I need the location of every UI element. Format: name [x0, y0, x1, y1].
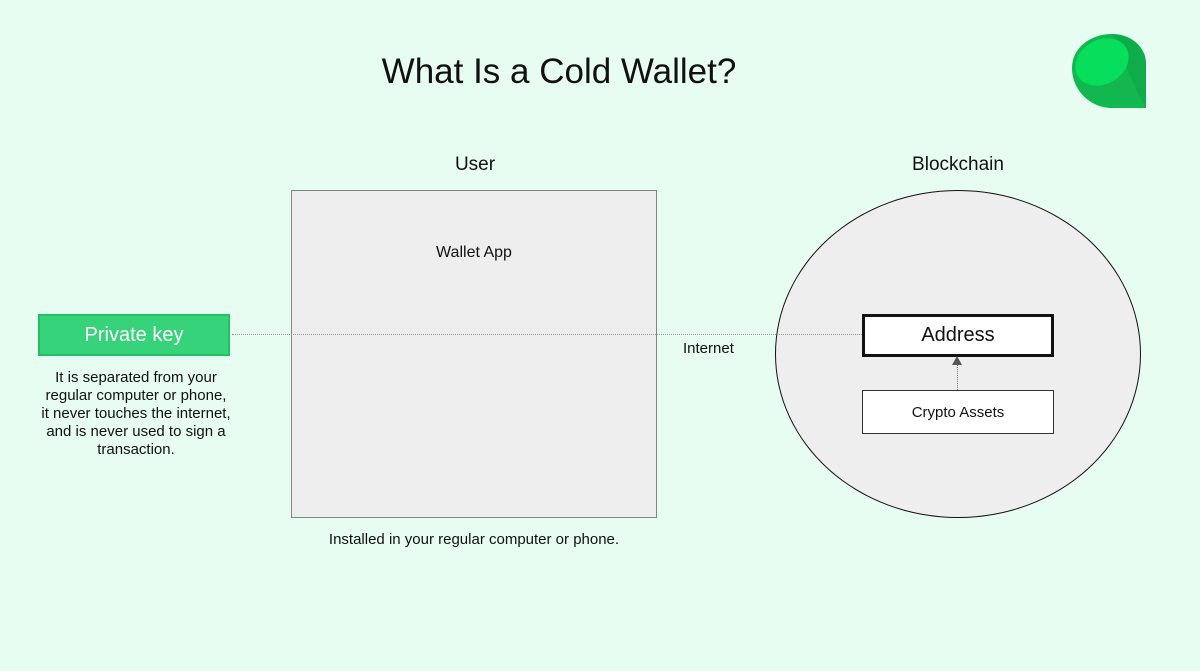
arrow-up-icon: [952, 356, 962, 365]
assets-to-address-arrow: [957, 362, 958, 390]
wallet-app-caption: Installed in your regular computer or ph…: [328, 531, 620, 548]
internet-label: Internet: [683, 340, 734, 357]
private-key-description: It is separated from your regular comput…: [41, 369, 231, 458]
wallet-app-box: [291, 190, 657, 518]
crypto-assets-label: Crypto Assets: [911, 403, 1005, 421]
address-label: Address: [921, 324, 995, 346]
internet-connection-line: [232, 334, 862, 335]
address-box: Address: [862, 314, 1054, 357]
private-key-label: Private key: [84, 323, 184, 346]
user-column-label: User: [454, 154, 496, 175]
blockchain-column-label: Blockchain: [912, 154, 1004, 175]
wallet-app-label: Wallet App: [436, 244, 512, 261]
page-title: What Is a Cold Wallet?: [381, 52, 737, 91]
crypto-assets-box: Crypto Assets: [862, 390, 1054, 434]
leaf-logo-icon: [1072, 34, 1146, 108]
private-key-box: Private key: [38, 314, 230, 356]
